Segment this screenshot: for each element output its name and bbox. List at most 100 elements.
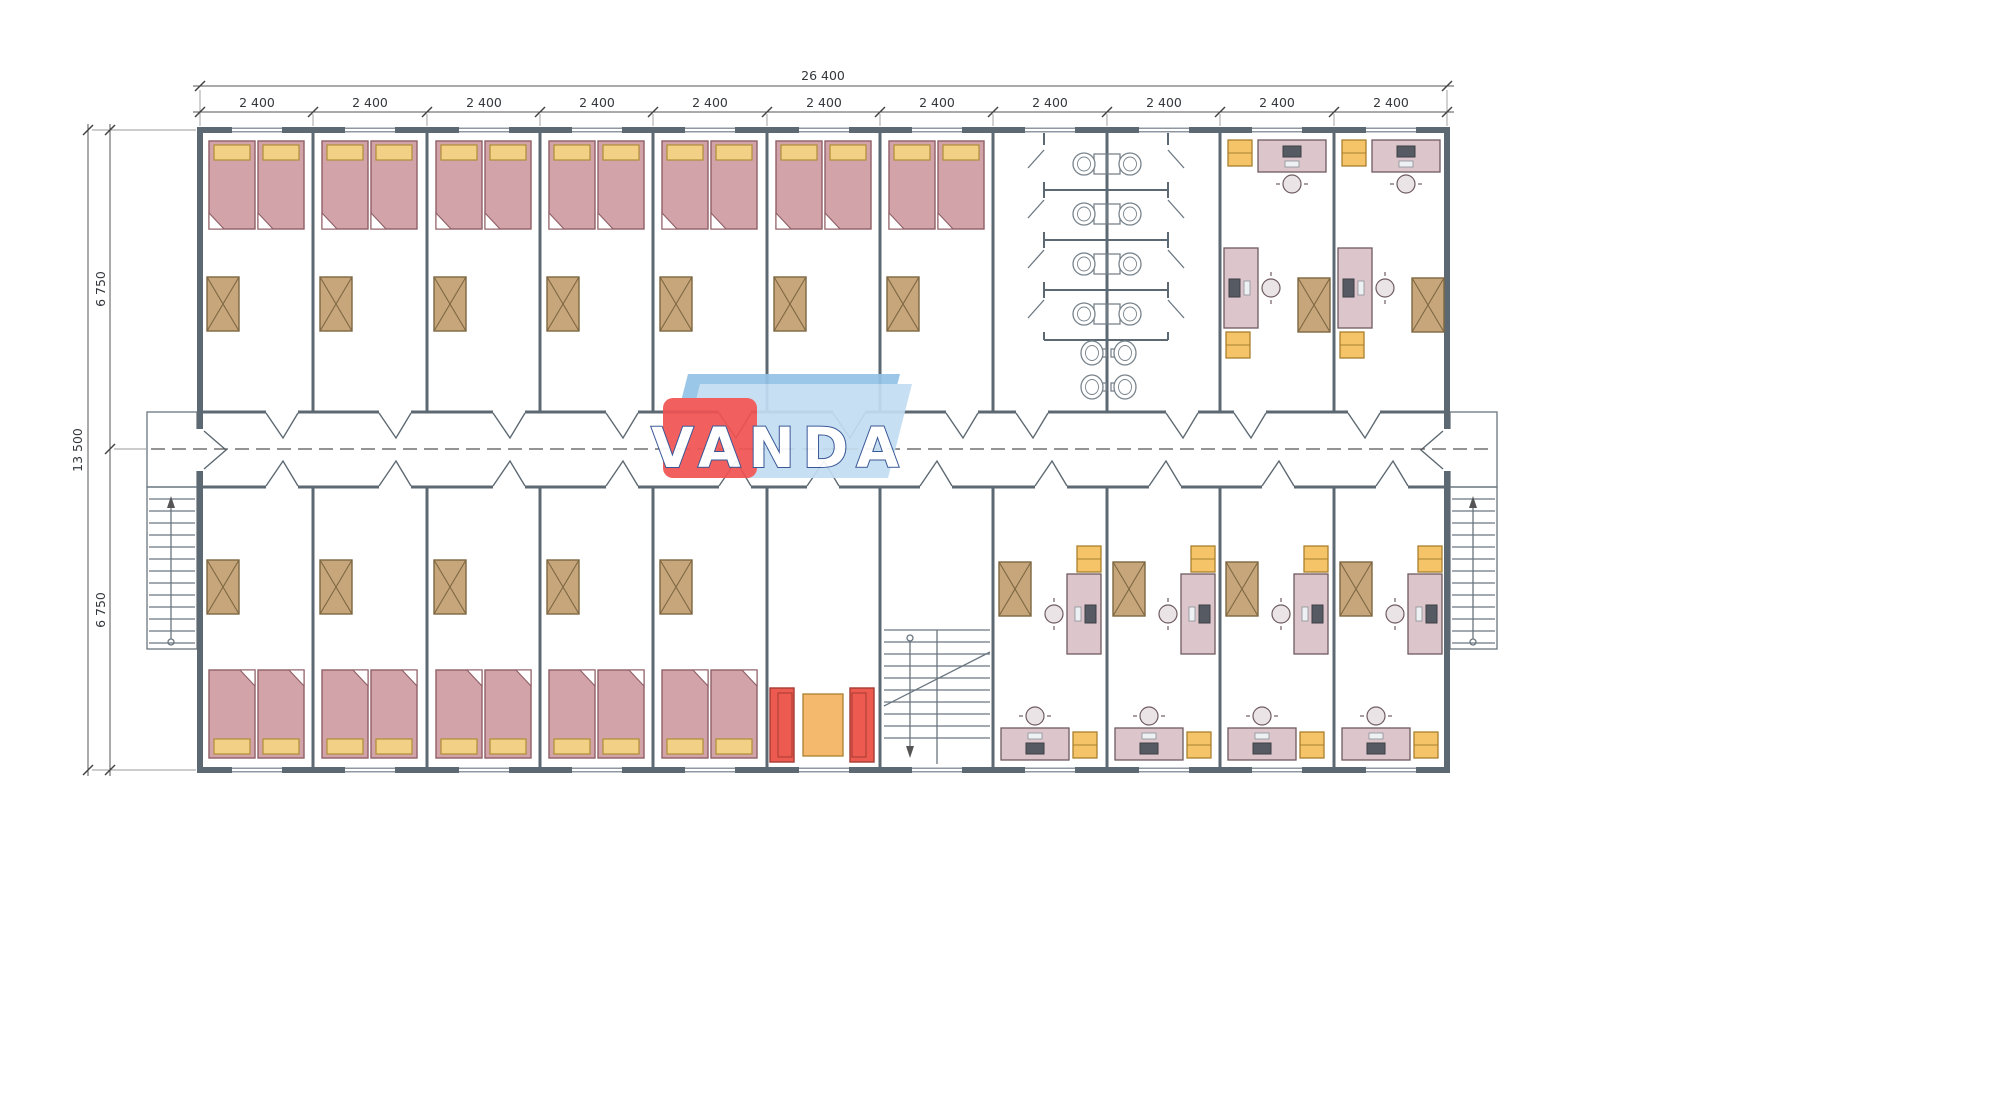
dim-segment-label: 2 400 bbox=[579, 95, 615, 110]
door bbox=[945, 412, 979, 440]
cabinet bbox=[1339, 331, 1365, 359]
window bbox=[458, 126, 510, 134]
dim-segment-label: 2 400 bbox=[1146, 95, 1182, 110]
window bbox=[798, 766, 850, 774]
toilet bbox=[1072, 202, 1107, 226]
cabinet bbox=[1186, 731, 1212, 759]
cabinet bbox=[1076, 545, 1102, 573]
sink bbox=[1080, 374, 1107, 400]
internal-stairwell bbox=[883, 629, 991, 764]
bed bbox=[775, 140, 823, 230]
window bbox=[798, 126, 850, 134]
bed bbox=[548, 669, 596, 759]
bottom-bedrooms bbox=[206, 559, 758, 759]
wardrobe bbox=[886, 276, 920, 332]
door bbox=[1233, 412, 1267, 440]
stair-direction-arrow bbox=[906, 746, 914, 758]
window bbox=[231, 766, 283, 774]
window bbox=[458, 766, 510, 774]
dim-total-width-label: 26 400 bbox=[801, 68, 845, 83]
bed bbox=[824, 140, 872, 230]
window bbox=[231, 126, 283, 134]
wardrobe bbox=[1297, 277, 1331, 333]
logo-text: VANDA bbox=[651, 416, 907, 480]
door bbox=[1148, 459, 1182, 487]
door bbox=[1261, 459, 1295, 487]
desk-workstation bbox=[1371, 139, 1441, 194]
dimensions-left: 13 500 6 750 6 750 bbox=[70, 124, 196, 776]
right-staircase bbox=[1449, 486, 1498, 650]
window bbox=[1024, 766, 1076, 774]
stair-direction-arrow bbox=[1469, 496, 1477, 508]
desk-workstation bbox=[1223, 247, 1281, 329]
coffee-table bbox=[802, 693, 844, 757]
cabinet bbox=[1299, 731, 1325, 759]
desk-workstation bbox=[1114, 706, 1184, 761]
dim-segment-label: 2 400 bbox=[692, 95, 728, 110]
stair-direction-start bbox=[167, 638, 175, 646]
window bbox=[1251, 126, 1303, 134]
door bbox=[265, 412, 299, 440]
door bbox=[605, 459, 639, 487]
corridor bbox=[151, 409, 1494, 490]
dim-segment-label: 2 400 bbox=[919, 95, 955, 110]
entrance-door bbox=[1419, 430, 1444, 470]
wardrobe bbox=[1339, 561, 1373, 617]
cabinet bbox=[1341, 139, 1367, 167]
bed bbox=[321, 140, 369, 230]
logo-red-block bbox=[663, 398, 757, 478]
wardrobe bbox=[319, 276, 353, 332]
desk-workstation bbox=[1044, 573, 1102, 655]
bed bbox=[937, 140, 985, 230]
window bbox=[911, 766, 963, 774]
dim-segment-label: 2 400 bbox=[239, 95, 275, 110]
door bbox=[492, 412, 526, 440]
window bbox=[1251, 766, 1303, 774]
window bbox=[571, 126, 623, 134]
dim-total-height-label: 13 500 bbox=[70, 428, 85, 472]
dim-segment-label: 2 400 bbox=[1373, 95, 1409, 110]
door bbox=[378, 412, 412, 440]
door bbox=[1375, 459, 1409, 487]
desk-workstation bbox=[1000, 706, 1070, 761]
door bbox=[1347, 412, 1381, 440]
desk-workstation bbox=[1271, 573, 1329, 655]
toilet bbox=[1072, 152, 1107, 176]
wardrobe bbox=[206, 559, 240, 615]
wardrobe bbox=[998, 561, 1032, 617]
bed bbox=[208, 140, 256, 230]
dim-segment-label: 2 400 bbox=[352, 95, 388, 110]
top-bedrooms bbox=[206, 140, 985, 332]
cabinet bbox=[1225, 331, 1251, 359]
door bbox=[265, 459, 299, 487]
sofa bbox=[849, 687, 875, 763]
dim-segment-label: 2 400 bbox=[1032, 95, 1068, 110]
sink bbox=[1110, 374, 1137, 400]
desk-workstation bbox=[1337, 247, 1395, 329]
sofa bbox=[769, 687, 795, 763]
wardrobe bbox=[546, 276, 580, 332]
wardrobe bbox=[659, 276, 693, 332]
stair-direction-start bbox=[1469, 638, 1477, 646]
wardrobe bbox=[659, 559, 693, 615]
door bbox=[605, 412, 639, 440]
window bbox=[344, 766, 396, 774]
sanitary-block bbox=[1027, 133, 1185, 400]
dim-half-top-label: 6 750 bbox=[93, 271, 108, 307]
bed bbox=[597, 140, 645, 230]
window bbox=[1024, 126, 1076, 134]
window bbox=[911, 126, 963, 134]
wardrobe bbox=[546, 559, 580, 615]
logo-watermark: VANDA bbox=[650, 374, 912, 481]
partitions bbox=[311, 133, 1336, 767]
cabinet bbox=[1413, 731, 1439, 759]
stair-direction-arrow bbox=[167, 496, 175, 508]
lounge-area bbox=[769, 687, 875, 763]
toilet bbox=[1072, 252, 1107, 276]
left-staircase bbox=[146, 486, 198, 650]
window bbox=[684, 766, 736, 774]
window bbox=[1138, 766, 1190, 774]
stair-direction-start bbox=[906, 634, 914, 642]
door bbox=[1015, 412, 1049, 440]
